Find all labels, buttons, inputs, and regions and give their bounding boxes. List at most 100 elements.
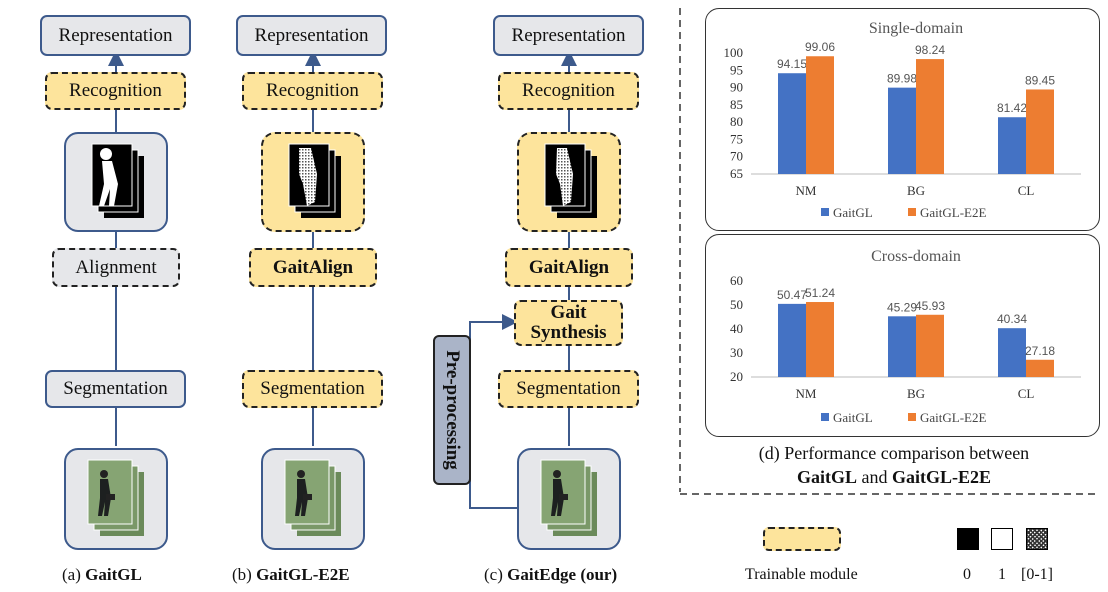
segmentation-module-c: Segmentation <box>498 370 639 408</box>
y-tick-label: 95 <box>730 62 743 77</box>
preprocessing-box: Pre-processing <box>433 335 471 485</box>
silhouette-image-card-b <box>261 132 365 232</box>
bar-gaitgl <box>888 87 916 174</box>
y-tick-label: 75 <box>730 131 743 146</box>
gait-synthesis-module: Gait Synthesis <box>514 300 623 346</box>
caption-b: (b) GaitGL-E2E <box>232 565 350 585</box>
gait-synthesis-line2: Synthesis <box>530 322 607 343</box>
chart-caption: (d) Performance comparison between GaitG… <box>680 441 1108 489</box>
chart-caption-and: and <box>857 467 892 487</box>
rgb-frame-stack-icon <box>87 459 144 536</box>
chart-title: Cross-domain <box>871 248 961 265</box>
caption-b-prefix: (b) <box>232 565 257 584</box>
y-tick-label: 30 <box>730 345 743 360</box>
bar-gaitgl-e2e <box>916 314 944 377</box>
data-label: 99.06 <box>805 40 835 54</box>
caption-a: (a) GaitGL <box>62 565 142 585</box>
x-category-label: NM <box>796 386 817 401</box>
soft-silhouette-stack-icon <box>544 143 597 218</box>
chart-caption-bold2: GaitGL-E2E <box>892 467 992 487</box>
bar-gaitgl <box>998 328 1026 377</box>
binary-silhouette-stack-icon <box>91 143 144 218</box>
y-tick-label: 60 <box>730 273 743 288</box>
data-label: 81.42 <box>997 101 1027 115</box>
segmentation-box-a: Segmentation <box>45 370 186 408</box>
y-tick-label: 20 <box>730 369 743 384</box>
recognition-module-c: Recognition <box>498 72 639 110</box>
y-tick-label: 80 <box>730 114 743 129</box>
y-tick-label: 40 <box>730 321 743 336</box>
white-pixel-label: 1 <box>998 566 1006 583</box>
data-label: 27.18 <box>1025 344 1055 358</box>
data-label: 89.98 <box>887 72 917 86</box>
data-label: 45.93 <box>915 299 945 313</box>
representation-box-c: Representation <box>493 15 644 56</box>
rgb-image-card-b <box>261 448 365 550</box>
representation-box-a: Representation <box>40 15 191 56</box>
data-label: 98.24 <box>915 43 945 57</box>
data-label: 45.29 <box>887 300 917 314</box>
bar-gaitgl-e2e <box>806 56 834 175</box>
silhouette-image-card-a <box>64 132 168 232</box>
preprocessing-label: Pre-processing <box>442 350 463 470</box>
gaitalign-module-b: GaitAlign <box>249 248 377 287</box>
chart-caption-bold1: GaitGL <box>796 467 857 487</box>
rgb-frame-stack-icon <box>284 459 341 536</box>
soft-silhouette-stack-icon <box>288 143 341 218</box>
segmentation-module-b: Segmentation <box>242 370 383 408</box>
legend-label: GaitGL <box>833 410 873 425</box>
white-pixel-swatch <box>991 528 1013 550</box>
caption-a-bold: GaitGL <box>85 565 142 584</box>
bar-gaitgl-e2e <box>1026 89 1054 174</box>
bar-gaitgl <box>778 303 806 377</box>
caption-c-prefix: (c) <box>484 565 508 584</box>
rgb-frame-stack-icon <box>540 459 597 536</box>
recognition-module-b: Recognition <box>242 72 383 110</box>
gait-synthesis-line1: Gait <box>550 302 587 323</box>
x-category-label: BG <box>907 386 925 401</box>
y-tick-label: 65 <box>730 166 743 181</box>
rgb-image-card-a <box>64 448 168 550</box>
hatched-pixel-swatch <box>1026 528 1048 550</box>
x-category-label: CL <box>1018 386 1035 401</box>
hatched-pixel-label: [0-1] <box>1021 566 1053 583</box>
legend-label: GaitGL <box>833 205 873 220</box>
black-pixel-swatch <box>957 528 979 550</box>
data-label: 94.15 <box>777 57 807 71</box>
y-tick-label: 70 <box>730 149 743 164</box>
recognition-module-a: Recognition <box>45 72 186 110</box>
data-label: 51.24 <box>805 286 835 300</box>
bar-gaitgl <box>778 73 806 174</box>
black-pixel-label: 0 <box>963 566 971 583</box>
legend-label: GaitGL-E2E <box>920 205 986 220</box>
y-tick-label: 50 <box>730 297 743 312</box>
bar-gaitgl <box>888 316 916 377</box>
data-label: 50.47 <box>777 288 807 302</box>
bar-gaitgl-e2e <box>1026 359 1054 377</box>
single-domain-chart: Single-domain6570758085909510094.1599.06… <box>724 20 1081 220</box>
legend-swatch <box>821 413 829 421</box>
y-tick-label: 100 <box>724 45 744 60</box>
bar-gaitgl <box>998 117 1026 174</box>
chart-caption-line1: (d) Performance comparison between <box>758 443 1030 463</box>
trainable-module-swatch <box>763 527 841 551</box>
legend-label: GaitGL-E2E <box>920 410 986 425</box>
silhouette-image-card-c <box>517 132 621 232</box>
gaitalign-module-c: GaitAlign <box>505 248 633 287</box>
chart-caption-line2: GaitGL and GaitGL-E2E <box>680 465 1108 489</box>
x-category-label: NM <box>796 183 817 198</box>
chart-title: Single-domain <box>869 20 963 37</box>
data-label: 89.45 <box>1025 73 1055 87</box>
rgb-image-card-c <box>517 448 621 550</box>
legend-swatch <box>908 413 916 421</box>
x-category-label: BG <box>907 183 925 198</box>
caption-a-prefix: (a) <box>62 565 86 584</box>
representation-box-b: Representation <box>236 15 387 56</box>
legend-swatch <box>908 208 916 216</box>
caption-b-bold: GaitGL-E2E <box>256 565 350 584</box>
trainable-module-label: Trainable module <box>745 566 858 583</box>
alignment-module-a: Alignment <box>52 248 180 287</box>
